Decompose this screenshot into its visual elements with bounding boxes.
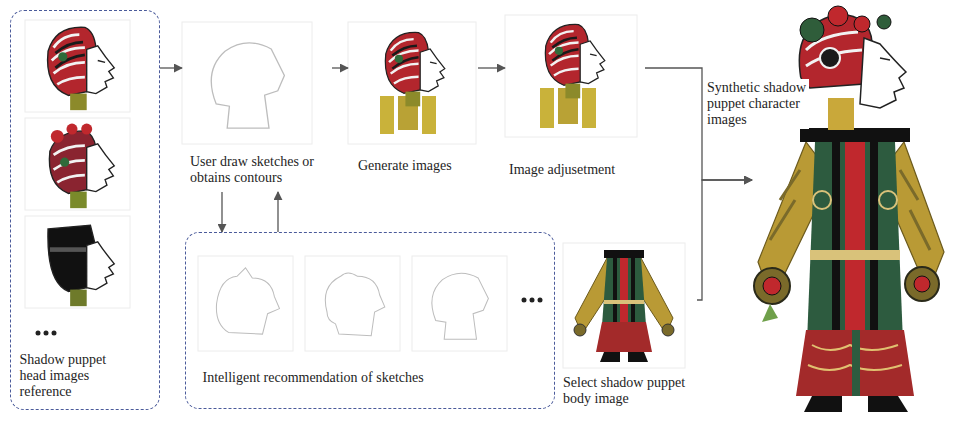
flow-arrow bbox=[478, 67, 505, 68]
body-panel-part bbox=[662, 324, 674, 336]
head-references bbox=[25, 20, 130, 336]
body-panel-part bbox=[604, 250, 644, 258]
sketch-panel-part bbox=[182, 22, 312, 144]
synthetic-puppet-part bbox=[868, 396, 908, 412]
synthetic-puppet-part bbox=[810, 250, 900, 260]
adjusted-panel-part bbox=[582, 88, 596, 128]
sketch-panel-part bbox=[211, 43, 284, 128]
generated-panel bbox=[348, 22, 476, 144]
adjusted-panel-part bbox=[540, 88, 554, 128]
body-panel-part bbox=[563, 243, 685, 368]
head-references-part bbox=[25, 118, 130, 210]
synthetic-puppet-part bbox=[860, 38, 906, 108]
synthetic-puppet-part bbox=[800, 128, 910, 142]
sketch-panel bbox=[182, 22, 312, 144]
synthetic-puppet-part bbox=[880, 58, 890, 60]
recommendation-group: Intelligent recommendation of sketches bbox=[185, 232, 555, 409]
synthetic-puppet-part bbox=[854, 16, 870, 32]
recommended-sketches bbox=[198, 256, 543, 351]
head-references-part bbox=[44, 331, 49, 336]
node-label: User draw sketches or obtains contours bbox=[190, 154, 332, 186]
synthetic-result: Synthetic shadow puppet character images bbox=[752, 5, 945, 415]
body-step: Select shadow puppet body image bbox=[563, 243, 697, 413]
recommended-sketches-part bbox=[216, 268, 279, 334]
body-panel-part bbox=[628, 352, 648, 362]
node-label: Generate images bbox=[358, 158, 476, 174]
node-label: Image adjusetment bbox=[509, 162, 643, 178]
synthetic-puppet-part bbox=[763, 277, 781, 295]
body-panel-part bbox=[600, 352, 620, 362]
head-references-part bbox=[52, 331, 57, 336]
synthetic-puppet-part bbox=[813, 191, 831, 209]
body-panel-part bbox=[604, 300, 644, 304]
generated-panel-part bbox=[385, 32, 444, 106]
body-panel bbox=[563, 243, 685, 368]
synthetic-puppet-part bbox=[852, 330, 860, 396]
adjust-step: Image adjusetment bbox=[505, 15, 645, 185]
recommended-sketches-part bbox=[522, 298, 527, 303]
flow-arrow bbox=[697, 180, 752, 300]
node-label: Select shadow puppet body image bbox=[563, 375, 697, 407]
reference-group: Shadow puppet head images reference bbox=[10, 10, 160, 410]
node-heading: Synthetic shadow puppet character images bbox=[705, 79, 809, 129]
node-label: Intelligent recommendation of sketches bbox=[203, 370, 543, 386]
sketch-step: User draw sketches or obtains contours bbox=[182, 22, 332, 192]
body-panel-part bbox=[596, 322, 652, 352]
recommended-sketches-part bbox=[538, 298, 543, 303]
synthetic-puppet-part bbox=[828, 6, 848, 26]
adjusted-panel-part bbox=[505, 15, 637, 137]
synthetic-puppet-part bbox=[828, 98, 854, 130]
adjusted-panel-part bbox=[545, 24, 604, 98]
recommended-sketches-part bbox=[530, 298, 535, 303]
head-references-part bbox=[25, 216, 130, 308]
synthetic-puppet-part bbox=[796, 330, 914, 396]
synthetic-puppet-part bbox=[804, 396, 842, 412]
head-references-part bbox=[25, 20, 130, 112]
head-references-part bbox=[48, 27, 115, 110]
body-panel-part bbox=[574, 324, 586, 336]
head-references-part bbox=[36, 331, 41, 336]
recommended-sketches-part bbox=[198, 256, 293, 351]
adjusted-panel bbox=[505, 15, 637, 137]
node-label: Shadow puppet head images reference bbox=[20, 352, 135, 400]
generated-panel-part bbox=[380, 96, 394, 134]
synthetic-puppet-part bbox=[877, 15, 891, 29]
synthetic-puppet bbox=[754, 6, 944, 412]
synthetic-puppet-part bbox=[905, 267, 939, 301]
synthetic-puppet-part bbox=[754, 268, 790, 304]
flow-arrow bbox=[221, 192, 222, 232]
generate-step: Generate images bbox=[348, 22, 478, 192]
synthetic-puppet-part bbox=[914, 276, 930, 292]
generated-panel-part bbox=[422, 96, 436, 134]
recommended-sketches-part bbox=[412, 256, 507, 351]
synthetic-puppet-part bbox=[800, 18, 824, 42]
synthetic-puppet-part bbox=[762, 304, 778, 322]
synthetic-puppet-part bbox=[879, 191, 897, 209]
flow-arrow bbox=[277, 192, 278, 232]
flow-arrow bbox=[160, 67, 182, 68]
recommended-sketches-part bbox=[305, 256, 400, 351]
generated-panel-part bbox=[348, 22, 476, 144]
recommended-sketches-part bbox=[325, 273, 385, 336]
head-references-part bbox=[49, 124, 114, 209]
recommended-sketches-part bbox=[432, 273, 489, 339]
head-references-part bbox=[48, 225, 114, 306]
flow-arrow bbox=[332, 67, 348, 68]
synthetic-puppet-part bbox=[820, 48, 840, 68]
